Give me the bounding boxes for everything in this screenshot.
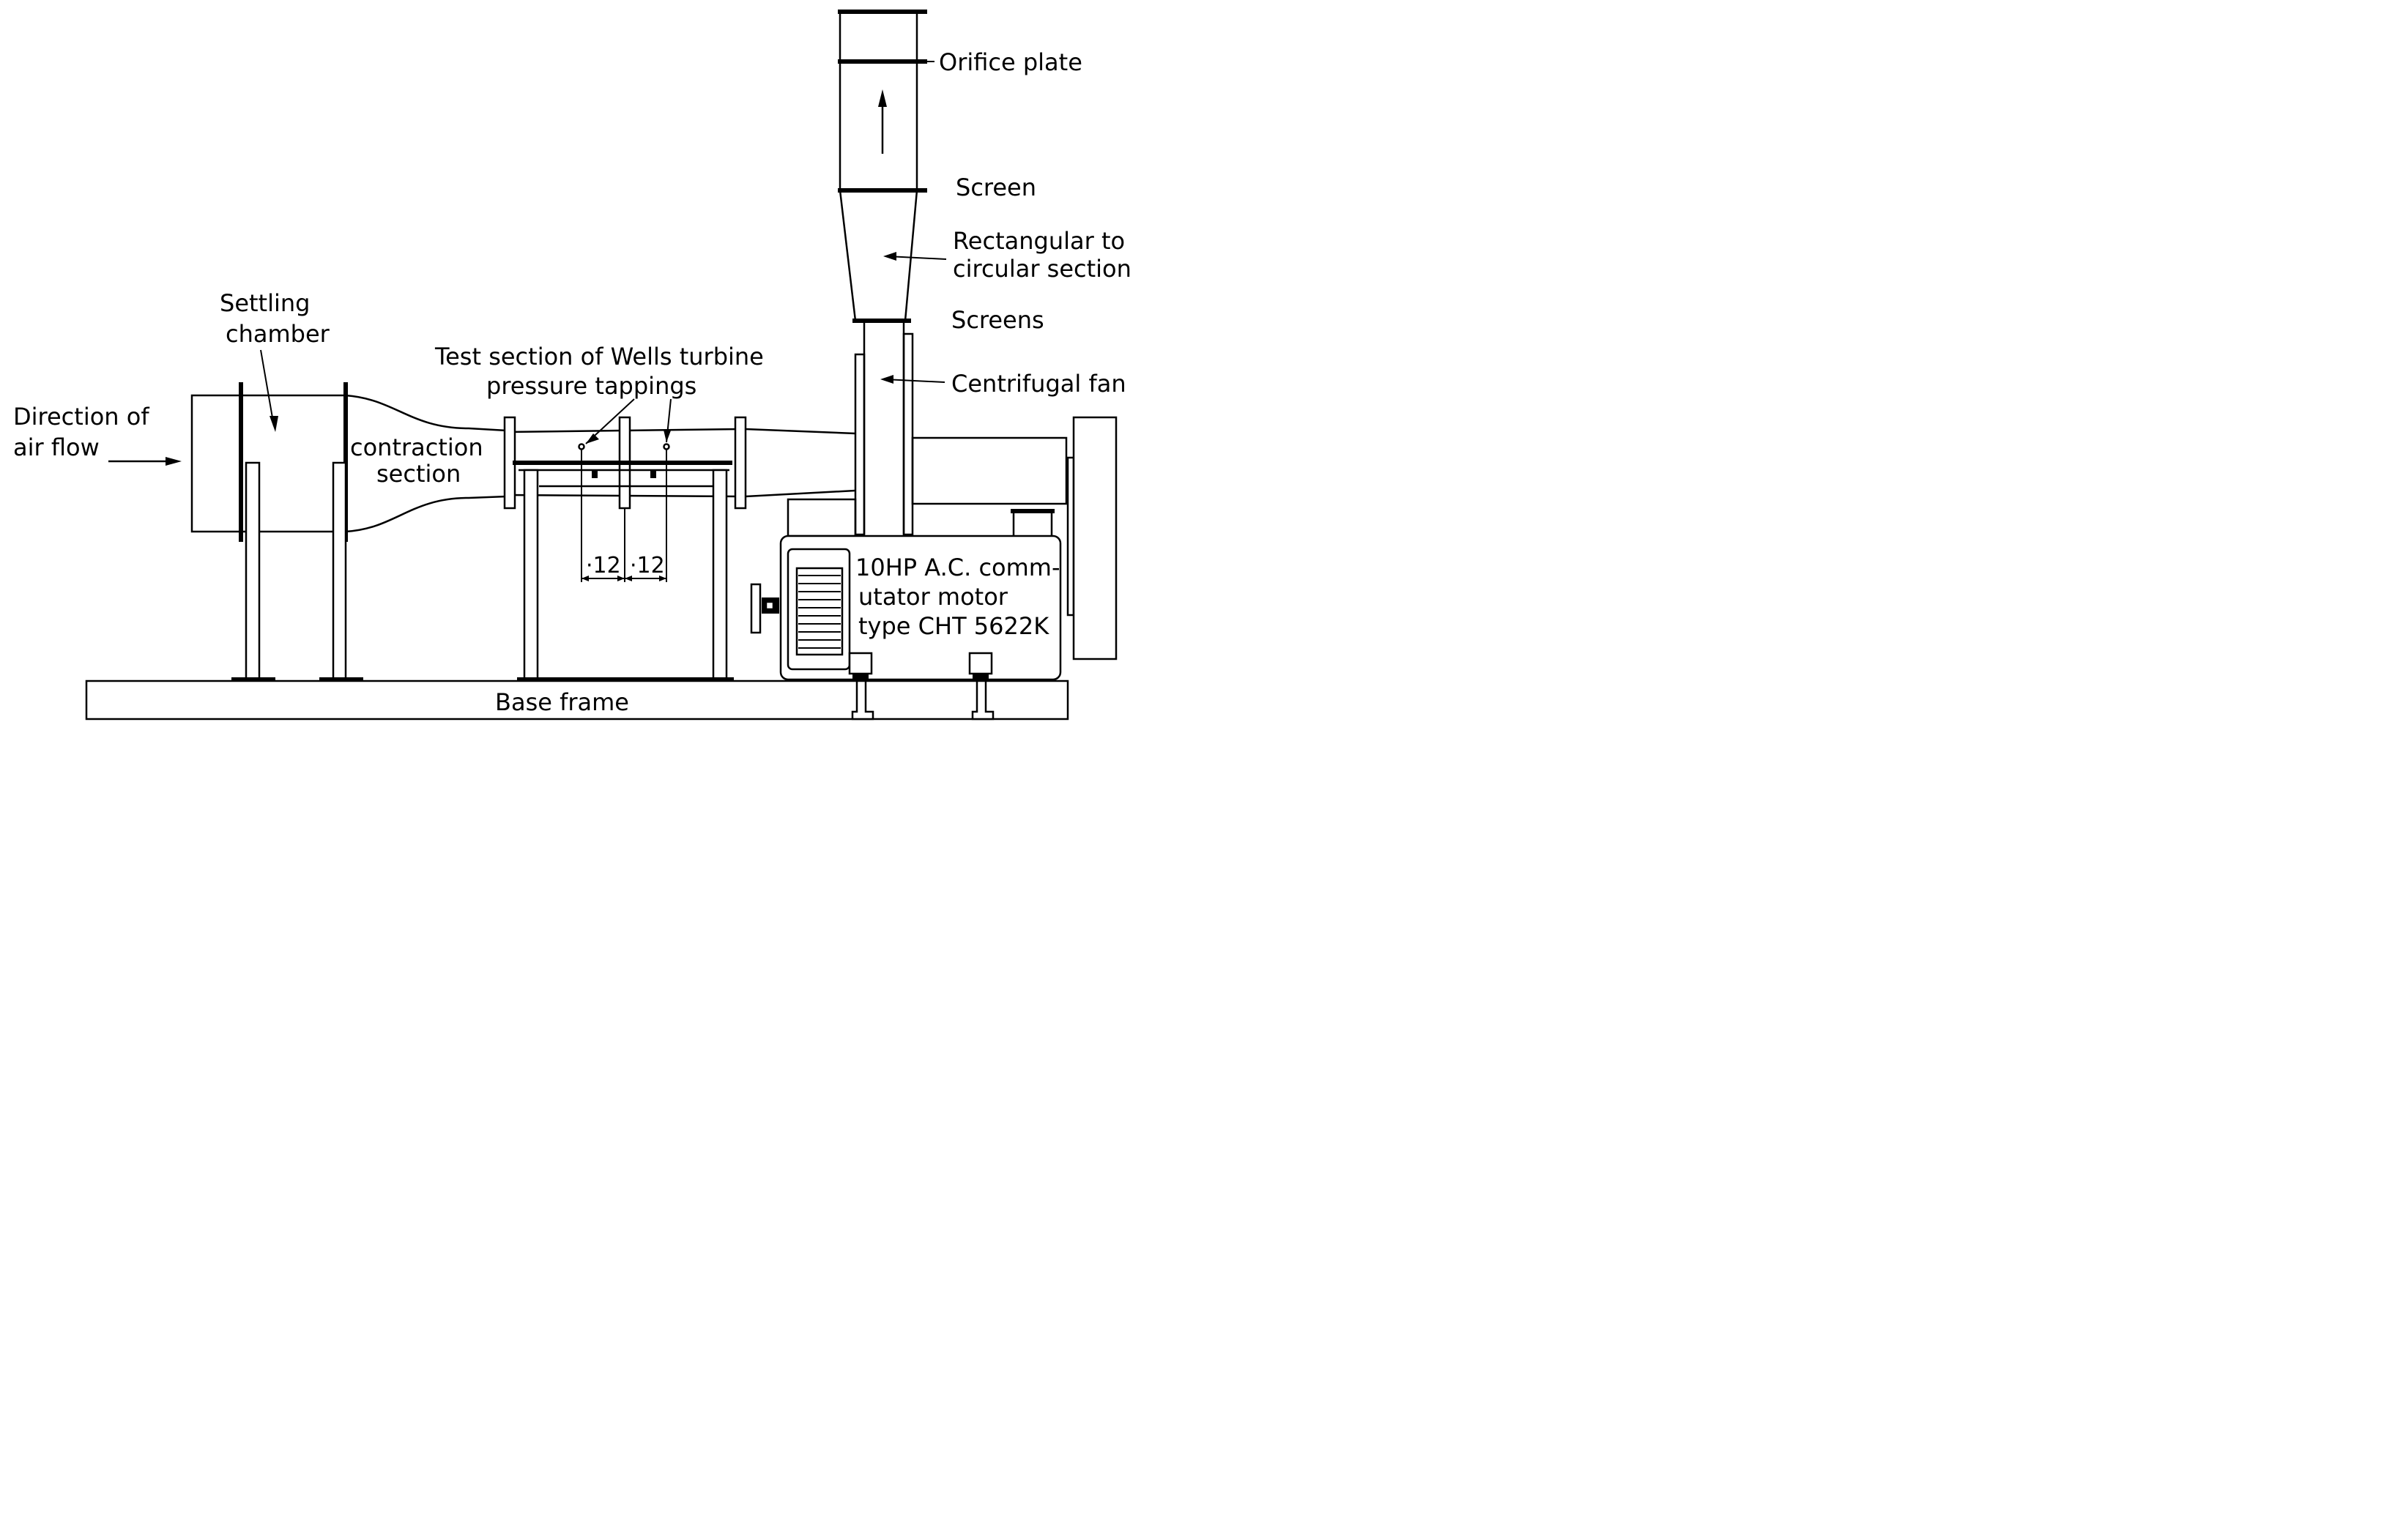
label-motor-line2: utator motor [858,583,1008,611]
fan-housing [787,416,1118,660]
exhaust-stack [838,10,927,323]
base-frame [85,679,1069,721]
label-screens: Screens [951,306,1044,334]
motor-vent-louvres [798,575,841,649]
label-rect-to-circ-line1: Rectangular to [953,227,1125,255]
dimension-left: ·12 [586,553,621,578]
wind-tunnel-diagram: Orifice plate Screen Rectangular to circ… [13,10,1131,721]
label-contraction-line2: section [376,460,461,488]
contraction-section [345,394,508,533]
dimension-right: ·12 [630,553,665,578]
label-contraction-line1: contraction [350,433,483,461]
label-direction-line1: Direction of [13,403,149,431]
diagram-labels: Orifice plate Screen Rectangular to circ… [13,48,1131,716]
label-test-section-line1: Test section of Wells turbine [434,343,764,371]
test-section [503,416,747,682]
label-orifice-plate: Orifice plate [939,48,1082,76]
label-test-section-line2: pressure tappings [486,372,696,400]
label-screen: Screen [956,174,1036,201]
label-settling-line2: chamber [226,320,330,348]
settling-chamber-supports [231,461,363,682]
diffuser-duct [745,428,856,498]
settling-chamber [190,382,348,542]
label-motor-line1: 10HP A.C. comm- [855,554,1060,581]
label-rect-to-circ-line2: circular section [953,255,1131,283]
label-base-frame: Base frame [495,688,629,716]
label-settling-line1: Settling [220,289,310,317]
centrifugal-fan [854,322,914,536]
pressure-tappings [578,398,672,450]
label-centrifugal-fan: Centrifugal fan [951,370,1126,398]
leader-lines [108,61,947,466]
commutator-motor [750,535,1062,721]
label-direction-line2: air flow [13,433,100,461]
tapping-dimensions [581,450,667,582]
label-motor-line3: type CHT 5622K [858,612,1049,640]
